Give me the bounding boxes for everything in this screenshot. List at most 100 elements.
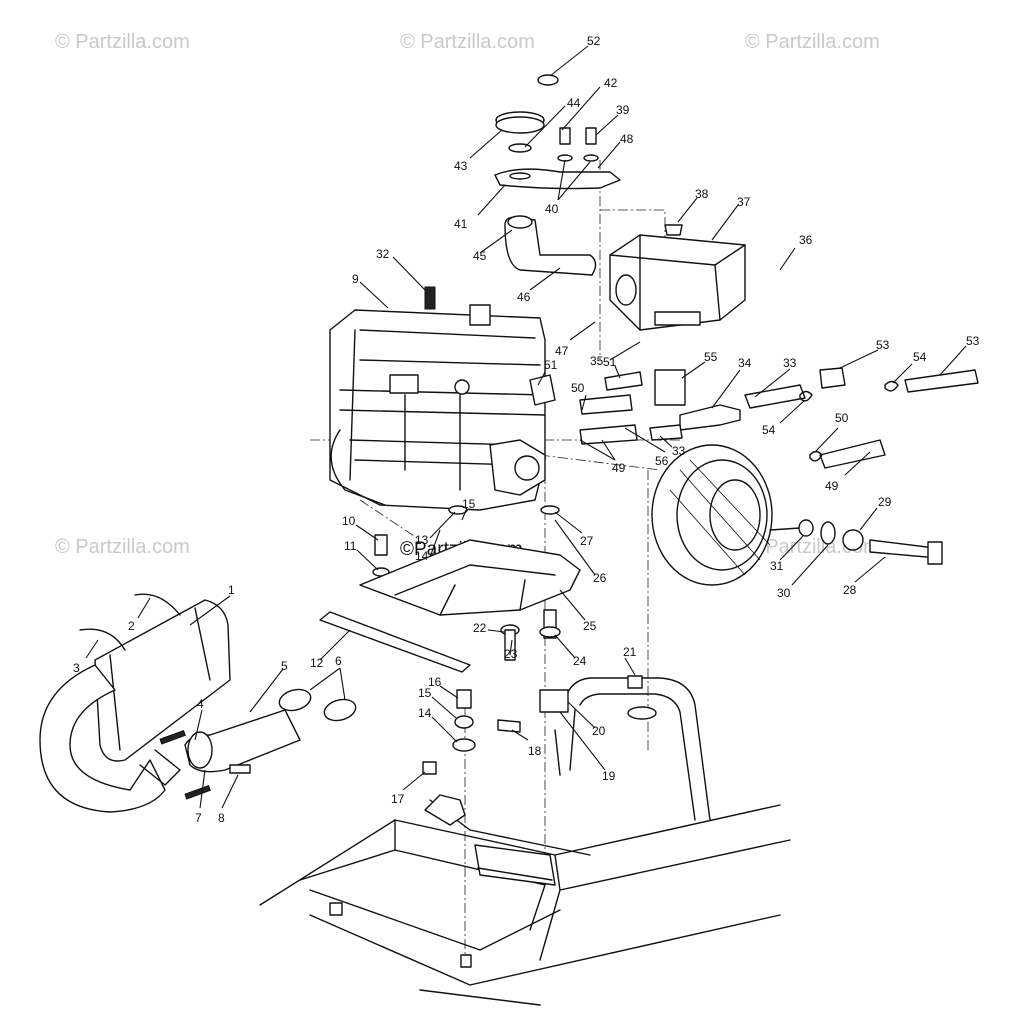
svg-text:32: 32 — [376, 247, 390, 261]
svg-text:30: 30 — [777, 586, 791, 600]
callout-16: 16 — [428, 675, 459, 699]
callout-49: 49 — [579, 439, 626, 475]
callout-51: 51 — [537, 358, 558, 386]
svg-text:51: 51 — [603, 355, 617, 369]
callout-7: 7 — [195, 769, 206, 825]
svg-text:51: 51 — [544, 358, 558, 372]
callout-33b: 33 — [659, 435, 686, 458]
callout-42: 42 — [561, 76, 618, 131]
svg-text:22: 22 — [473, 621, 487, 635]
svg-text:24: 24 — [573, 654, 587, 668]
svg-text:48: 48 — [620, 132, 634, 146]
svg-text:37: 37 — [737, 195, 751, 209]
svg-text:19: 19 — [602, 769, 616, 783]
callout-15b: 15 — [418, 686, 457, 719]
svg-text:25: 25 — [583, 619, 597, 633]
callout-10: 10 — [342, 514, 379, 541]
watermark: © Partzilla.com — [400, 31, 535, 53]
svg-text:34: 34 — [738, 356, 752, 370]
svg-text:16: 16 — [428, 675, 442, 689]
mount-tube — [554, 677, 711, 821]
callout-38: 38 — [677, 187, 709, 223]
svg-text:28: 28 — [843, 583, 857, 597]
svg-text:4: 4 — [197, 697, 204, 711]
callout-30: 30 — [777, 544, 829, 600]
svg-text:44: 44 — [567, 96, 581, 110]
callout-36: 36 — [779, 233, 813, 271]
svg-text:52: 52 — [587, 34, 601, 48]
svg-text:5: 5 — [281, 659, 288, 673]
callout-54b: 54 — [762, 399, 806, 437]
svg-text:40: 40 — [545, 202, 559, 216]
callout-34: 34 — [711, 356, 752, 409]
callout-5: 5 — [249, 659, 288, 713]
svg-text:10: 10 — [342, 514, 356, 528]
svg-text:1: 1 — [228, 583, 235, 597]
svg-text:9: 9 — [352, 272, 359, 286]
svg-text:7: 7 — [195, 811, 202, 825]
callout-48: 48 — [597, 132, 634, 169]
callout-50: 50 — [571, 381, 587, 411]
callout-47: 47 — [555, 321, 596, 358]
svg-text:53: 53 — [966, 334, 980, 348]
svg-text:53: 53 — [876, 338, 890, 352]
callout-12: 12 — [310, 629, 351, 670]
svg-text:23: 23 — [504, 647, 518, 661]
svg-text:15: 15 — [462, 497, 476, 511]
callout-18: 18 — [511, 729, 542, 758]
callout-53: 53 — [839, 338, 890, 369]
svg-text:27: 27 — [580, 534, 594, 548]
svg-text:6: 6 — [335, 654, 342, 668]
callout-50b: 50 — [814, 411, 849, 453]
chassis — [259, 794, 791, 1006]
svg-text:14: 14 — [418, 706, 432, 720]
cap-parts — [494, 74, 683, 236]
svg-text:49: 49 — [825, 479, 839, 493]
svg-text:41: 41 — [454, 217, 468, 231]
hardware — [372, 505, 943, 775]
engine — [329, 286, 556, 511]
callout-15: 15 — [461, 497, 476, 521]
svg-text:3: 3 — [73, 661, 80, 675]
callout-4: 4 — [194, 697, 204, 741]
svg-text:15: 15 — [418, 686, 432, 700]
callout-8: 8 — [218, 774, 239, 825]
callout-33: 33 — [754, 356, 797, 398]
callout-20: 20 — [567, 701, 606, 738]
svg-text:26: 26 — [593, 571, 607, 585]
svg-text:11: 11 — [344, 539, 357, 553]
svg-text:54: 54 — [762, 423, 776, 437]
callout-1: 1 — [189, 583, 235, 626]
svg-text:33: 33 — [672, 444, 686, 458]
watermark: © Partzilla.com — [55, 536, 190, 558]
svg-text:21: 21 — [623, 645, 637, 659]
callout-32: 32 — [376, 247, 426, 291]
svg-text:38: 38 — [695, 187, 709, 201]
callout-54: 54 — [892, 350, 927, 384]
svg-text:31: 31 — [770, 559, 784, 573]
svg-text:47: 47 — [555, 344, 569, 358]
svg-text:55: 55 — [704, 350, 718, 364]
callout-11: 11 — [344, 539, 379, 571]
callout-31: 31 — [770, 535, 804, 573]
callout-3: 3 — [73, 639, 99, 675]
watermark: © Partzilla.com — [55, 31, 190, 53]
svg-text:33: 33 — [783, 356, 797, 370]
svg-text:29: 29 — [878, 495, 892, 509]
svg-text:50: 50 — [835, 411, 849, 425]
callout-19: 19 — [559, 711, 616, 783]
fuel-system — [579, 367, 979, 469]
callout-44: 44 — [524, 96, 581, 148]
callout-52: 52 — [549, 34, 601, 77]
callout-39: 39 — [595, 103, 630, 136]
svg-text:54: 54 — [913, 350, 927, 364]
callout-24: 24 — [554, 634, 587, 668]
callout-22: 22 — [473, 621, 506, 635]
callout-27: 27 — [554, 511, 594, 548]
svg-text:50: 50 — [571, 381, 585, 395]
svg-text:56: 56 — [655, 454, 669, 468]
svg-text:2: 2 — [128, 619, 135, 633]
callout-25: 25 — [559, 589, 597, 633]
svg-text:36: 36 — [799, 233, 813, 247]
